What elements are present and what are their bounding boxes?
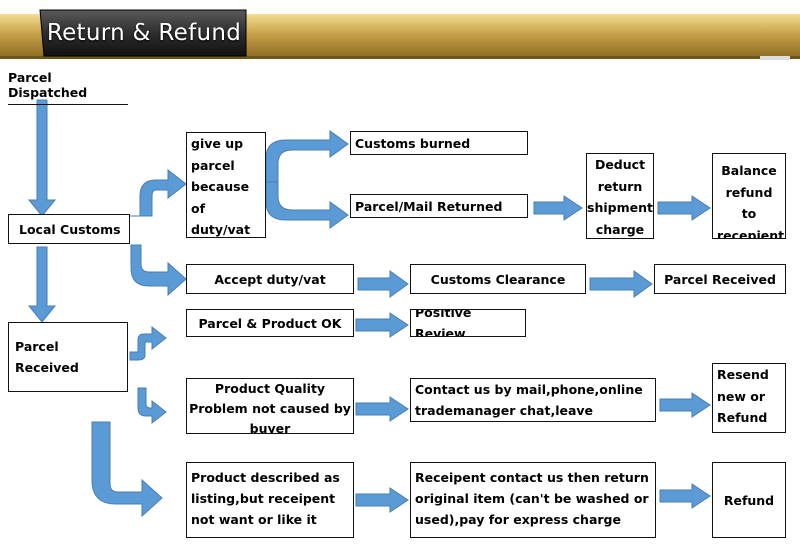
arrow-deduct-to-balance — [657, 195, 711, 221]
arrow-customs-to-accept — [130, 244, 187, 297]
parcel-product-ok-box: Parcel & Product OK — [186, 309, 354, 337]
positive-review-box: Positive Review — [410, 309, 526, 337]
arrow-clearance-to-received — [589, 270, 653, 298]
local-customs-box: Local Customs — [8, 214, 130, 244]
arrow-dispatched-to-customs — [27, 99, 57, 217]
arrow-customs-to-giveup — [128, 168, 187, 217]
resend-refund-box: Resend new or Refund — [712, 363, 786, 433]
page-title: Return & Refund — [46, 20, 242, 46]
arrow-ok-to-review — [355, 312, 409, 338]
accept-duty-box: Accept duty/vat — [186, 264, 354, 294]
parcel-dispatched-label: Parcel Dispatched — [8, 70, 128, 105]
arrow-returned-to-deduct — [533, 195, 583, 221]
product-described-box: Product described as listing,but receipe… — [186, 462, 354, 538]
arrow-contact-to-resend — [659, 392, 711, 418]
customs-clearance-box: Customs Clearance — [410, 264, 586, 294]
arrow-giveup-returned — [265, 181, 349, 229]
arrow-receipent-to-refund — [659, 483, 711, 509]
arrow-quality-to-contact — [355, 396, 409, 422]
header-banner — [0, 9, 800, 60]
receipent-contact-box: Receipent contact us then return origina… — [410, 462, 656, 538]
arrow-giveup-split — [265, 130, 349, 186]
arrow-customs-to-received — [27, 246, 57, 323]
contact-us-box: Contact us by mail,phone,online trademan… — [410, 378, 656, 422]
balance-refund-box: Balance refund to recepient — [712, 153, 786, 239]
parcel-received-top-box: Parcel Received — [654, 264, 786, 294]
arrow-accept-to-clearance — [357, 270, 409, 298]
give-up-parcel-box: give up parcel because of duty/vat — [186, 132, 266, 238]
customs-burned-box: Customs burned — [350, 131, 528, 155]
arrow-received-to-described — [91, 421, 163, 518]
arrow-described-to-receipent — [355, 487, 409, 513]
parcel-received-box: Parcel Received — [8, 322, 128, 392]
arrow-received-to-quality — [137, 387, 167, 425]
refund-box: Refund — [712, 462, 786, 538]
quality-problem-box: Product Quality Problem not caused by bu… — [186, 378, 354, 434]
deduct-charge-box: Deduct return shipment charge — [586, 153, 654, 239]
arrow-received-to-ok — [129, 325, 167, 361]
parcel-returned-box: Parcel/Mail Returned — [350, 194, 528, 218]
